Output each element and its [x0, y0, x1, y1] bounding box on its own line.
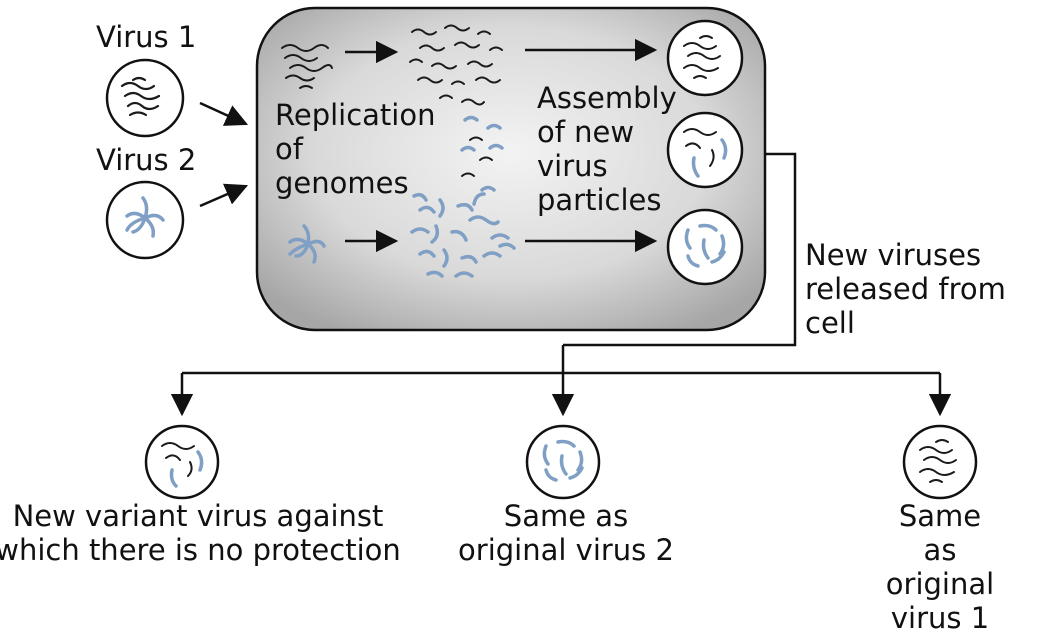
virus-2-particle — [105, 180, 185, 260]
release-label: New viruses released from cell — [805, 238, 1006, 340]
replicated-genomes-virus1 — [409, 24, 503, 177]
virus1-genome-incoming — [281, 44, 333, 89]
replication-label: Replication of genomes — [275, 98, 436, 200]
virus2-genome-incoming — [288, 224, 326, 264]
arrow-virus1-into-cell — [199, 101, 249, 126]
outcome-label-new-variant: New variant virus against which there is… — [0, 499, 401, 567]
virus-2-label: Virus 2 — [96, 143, 197, 177]
outcome-particle-virus2 — [525, 424, 601, 500]
virus-1-label: Virus 1 — [96, 20, 197, 54]
reassortment-diagram — [105, 6, 978, 500]
outcome-label-virus1: Same as original virus 1 — [885, 499, 995, 635]
assembly-label: Assembly of new virus particles — [537, 81, 677, 217]
replicated-genomes-virus2 — [410, 115, 516, 278]
outcome-label-virus2: Same as original virus 2 — [458, 499, 674, 567]
outcome-particle-virus1 — [902, 424, 978, 500]
release-connector — [563, 152, 797, 347]
virus-1-particle — [105, 58, 185, 138]
assembled-particle-virus2 — [666, 208, 744, 286]
assembled-particle-virus1 — [666, 19, 744, 97]
arrow-virus2-into-cell — [199, 183, 249, 208]
outcome-particle-new-variant — [144, 424, 220, 500]
assembled-particle-mixed — [666, 111, 744, 189]
